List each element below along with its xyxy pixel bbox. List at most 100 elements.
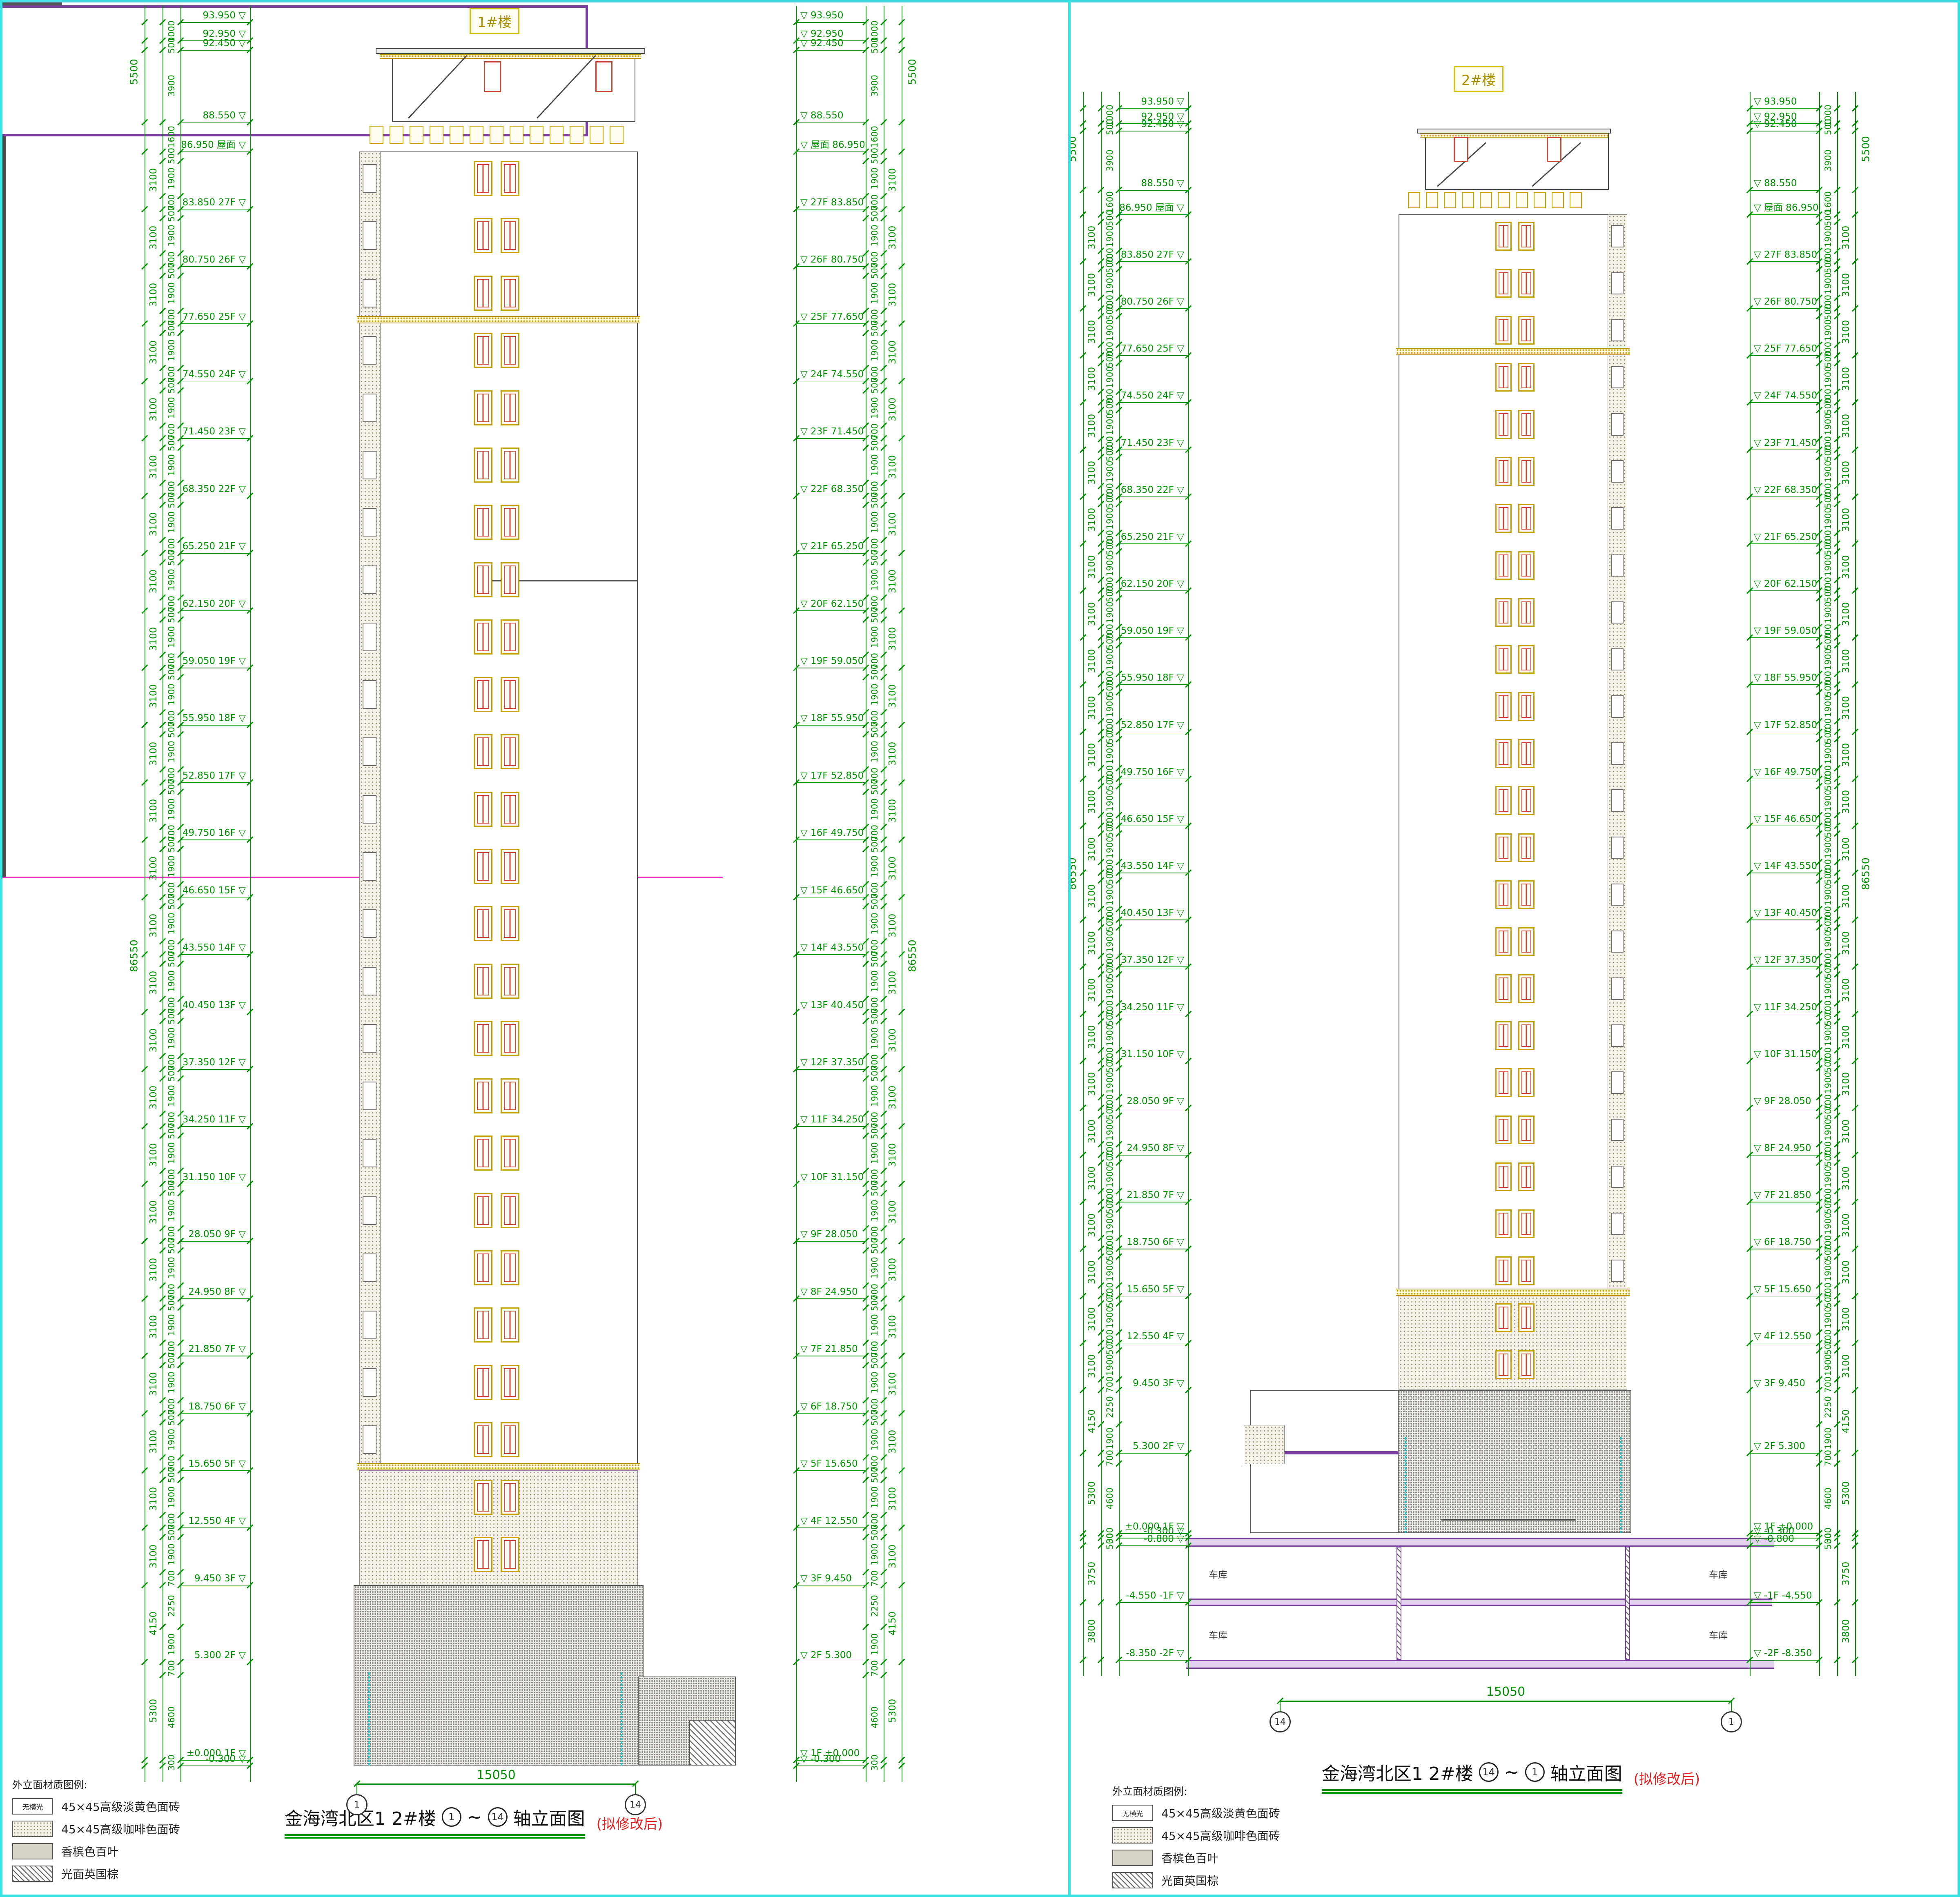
title-tilde: ~ — [1504, 1761, 1519, 1783]
dimension-value: 3100 — [1841, 414, 1851, 438]
parapet-grille-unit — [390, 126, 403, 144]
dimension-value: 3100 — [1841, 1213, 1851, 1238]
level-leader — [180, 782, 250, 783]
dimension-chain-line — [1101, 91, 1102, 1677]
level-label: 40.450 13F ▽ — [182, 1000, 246, 1011]
level-leader — [180, 1298, 250, 1299]
level-leader — [796, 1527, 866, 1528]
level-label: ▽ 92.450 — [1754, 119, 1797, 130]
window — [1495, 1162, 1512, 1191]
roof-penthouse — [392, 54, 635, 122]
level-label: 62.150 20F ▽ — [1120, 579, 1184, 590]
legend-heading: 外立面材质图例: — [12, 1779, 87, 1791]
level-leader — [1119, 1453, 1188, 1454]
level-leader — [1119, 1343, 1188, 1344]
dimension-sub-value: 500 — [870, 492, 880, 509]
dimension-sub-value: 500 — [1105, 1103, 1115, 1120]
strip-window — [1611, 319, 1624, 342]
dimension-value: 3100 — [1087, 226, 1097, 250]
dimension-sub-value: 500 — [167, 664, 176, 681]
dimension-sub-value: 4600 — [167, 1706, 176, 1728]
dimension-sub-value: 500 — [167, 951, 176, 967]
swatch-coffee-tile — [1112, 1827, 1153, 1844]
dimension-value: 3100 — [1087, 884, 1097, 908]
window — [501, 275, 519, 311]
dimension-sub-value: 1900 — [870, 1257, 880, 1279]
dimension-value: 3100 — [887, 627, 898, 651]
axis-dim-value: 15050 — [477, 1768, 516, 1782]
dimension-value: 3100 — [887, 1372, 898, 1396]
dimension-sub-value: 500 — [1105, 962, 1115, 979]
window — [1518, 1068, 1535, 1097]
dimension-sub-value: 500 — [870, 377, 880, 394]
window — [474, 1250, 492, 1286]
dimension-value: 3100 — [1087, 1260, 1097, 1285]
dimension-sub-value: 500 — [870, 1352, 880, 1369]
level-label: 24.950 8F ▽ — [188, 1286, 246, 1297]
strip-window — [363, 795, 376, 824]
dimension-value: 3100 — [887, 512, 898, 537]
level-label: 86.950 屋面 ▽ — [181, 140, 246, 151]
strip-window — [1611, 1118, 1624, 1141]
dimension-value: 3100 — [148, 225, 159, 250]
level-label: ▽ 93.950 — [800, 10, 844, 21]
dimension-value: 3100 — [148, 1487, 159, 1511]
axis-bubble-end: 1 — [1721, 1711, 1742, 1732]
dimension-sub-value: 1900 — [1105, 1213, 1115, 1235]
level-label: ▽ 27F 83.850 — [800, 197, 864, 208]
legend-item: 45×45高级咖啡色面砖 — [12, 1821, 180, 1837]
dimension-value: 3100 — [887, 225, 898, 250]
dimension-sub-value: 1900 — [870, 970, 880, 992]
dimension-sub-value: 500 — [167, 148, 176, 165]
level-label: 71.450 23F ▽ — [182, 426, 246, 437]
dimension-sub-value: 1900 — [167, 1429, 176, 1451]
level-label: ▽ 3F 9.450 — [1754, 1378, 1806, 1389]
level-label: -0.800 ▽ — [1143, 1533, 1184, 1544]
window — [474, 1136, 492, 1171]
dimension-sub-value: 500 — [167, 1352, 176, 1369]
dimension-sub-value: 1900 — [1823, 272, 1833, 294]
window — [1518, 504, 1535, 533]
basement-column — [0, 454, 6, 506]
swatch-coffee-tile — [12, 1821, 53, 1837]
window — [501, 619, 519, 655]
level-label: 52.850 17F ▽ — [1120, 719, 1184, 730]
window — [474, 963, 492, 999]
dimension-sub-value: 1900 — [1105, 554, 1115, 577]
level-leader — [1119, 731, 1188, 733]
dimension-value: 3100 — [1087, 696, 1097, 720]
strip-window — [363, 1081, 376, 1110]
dimension-sub-value: 1900 — [1105, 413, 1115, 436]
dimension-sub-value: 500 — [1823, 633, 1833, 650]
dimension-sub-value: 500 — [1105, 539, 1115, 556]
level-leader — [1750, 1107, 1819, 1109]
dimension-value: 3100 — [148, 1372, 159, 1396]
level-leader — [180, 1585, 250, 1586]
dimension-value: 3100 — [1841, 743, 1851, 767]
dimension-sub-value: 1900 — [1823, 1354, 1833, 1376]
window — [474, 906, 492, 942]
dimension-sub-value: 1900 — [870, 1429, 880, 1451]
level-label: ▽ -0.300 — [800, 1753, 841, 1764]
level-label: ▽ 11F 34.250 — [800, 1114, 864, 1125]
strip-window — [1611, 836, 1624, 859]
level-label: -4.550 -1F ▽ — [1126, 1590, 1184, 1601]
dimension-chain-line — [1837, 91, 1838, 1677]
dimension-sub-value: 1900 — [1823, 1119, 1833, 1141]
dimension-sub-value: 1900 — [1823, 554, 1833, 577]
level-leader — [796, 40, 866, 41]
window — [474, 734, 492, 770]
granite-base — [1394, 1389, 1631, 1533]
window — [1518, 316, 1535, 345]
swatch-polished-granite — [12, 1866, 53, 1882]
dimension-sub-value: 500 — [167, 721, 176, 738]
level-label: 28.050 9F ▽ — [1127, 1095, 1184, 1107]
construction-dashed-line — [621, 1672, 622, 1766]
level-label: 28.050 9F ▽ — [188, 1229, 246, 1240]
window — [501, 1136, 519, 1171]
garage-label: 车库 — [1209, 1630, 1227, 1641]
dimension-value: 3100 — [148, 570, 159, 594]
dimension-sub-value: 500 — [1105, 492, 1115, 509]
dimension-value: 3100 — [887, 1028, 898, 1053]
parapet-grille-unit — [490, 126, 503, 144]
